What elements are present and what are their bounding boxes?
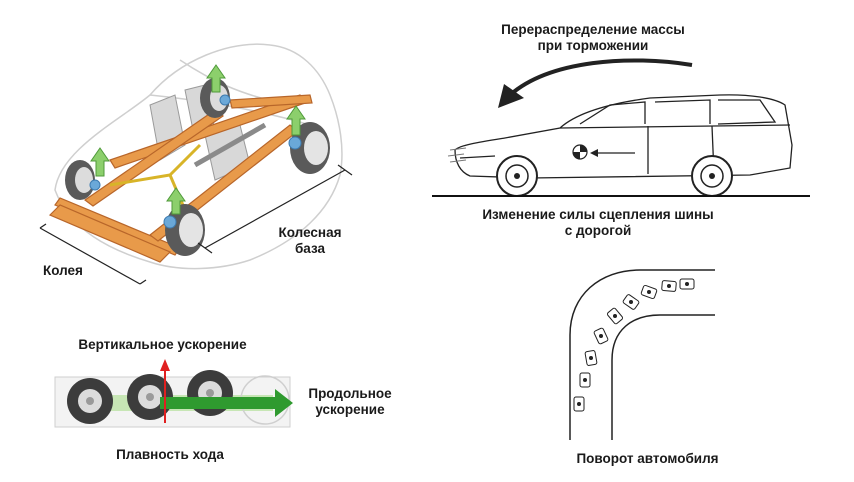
- ride-comfort-caption: Плавность хода: [116, 447, 224, 462]
- longitudinal-acceleration-label-line1: Продольное: [308, 386, 392, 401]
- wheelbase-label-line2: база: [294, 241, 326, 256]
- braking-title-line2: при торможении: [537, 38, 649, 53]
- track-label: Колея: [43, 263, 83, 278]
- driveshaft: [193, 122, 267, 168]
- braking-caption-line1: Изменение силы сцепления шины: [482, 207, 714, 222]
- wheel-front-left: [65, 160, 95, 200]
- dimension-lines: [39, 164, 353, 285]
- car-positions: [573, 278, 695, 412]
- station-wagon: [454, 94, 793, 179]
- ride-wheel-3: [187, 370, 233, 416]
- wheel-hubs: [89, 94, 302, 229]
- chassis-illustration: [39, 43, 353, 285]
- braking-wheels: [496, 155, 733, 197]
- vertical-acceleration-label: Вертикальное ускорение: [78, 337, 247, 352]
- ride-wheel-1: [67, 378, 113, 424]
- wheelbase-dimension-line: [204, 169, 346, 249]
- longitudinal-acceleration-label-line2: ускорение: [315, 402, 385, 417]
- wheel-front-right: [165, 204, 205, 256]
- braking-illustration: [432, 58, 810, 197]
- turn-illustration: [569, 269, 715, 440]
- suspension-arrows: [90, 64, 306, 215]
- braking-title-line1: Перераспределение массы: [501, 22, 685, 37]
- turn-caption: Поворот автомобиля: [576, 451, 719, 466]
- mass-transfer-arrow: [508, 58, 693, 97]
- longitudinal-acceleration-arrow: [160, 389, 293, 417]
- ride-comfort-illustration: [54, 359, 293, 428]
- braking-caption-line2: с дорогой: [564, 223, 632, 238]
- wheelbase-label-line1: Колесная: [278, 225, 342, 240]
- wheels: [65, 78, 330, 256]
- center-of-mass-icon: [572, 144, 635, 160]
- track-dimension-line: [39, 227, 141, 285]
- mass-transfer-arrowhead: [498, 84, 524, 108]
- road-edges: [569, 269, 715, 440]
